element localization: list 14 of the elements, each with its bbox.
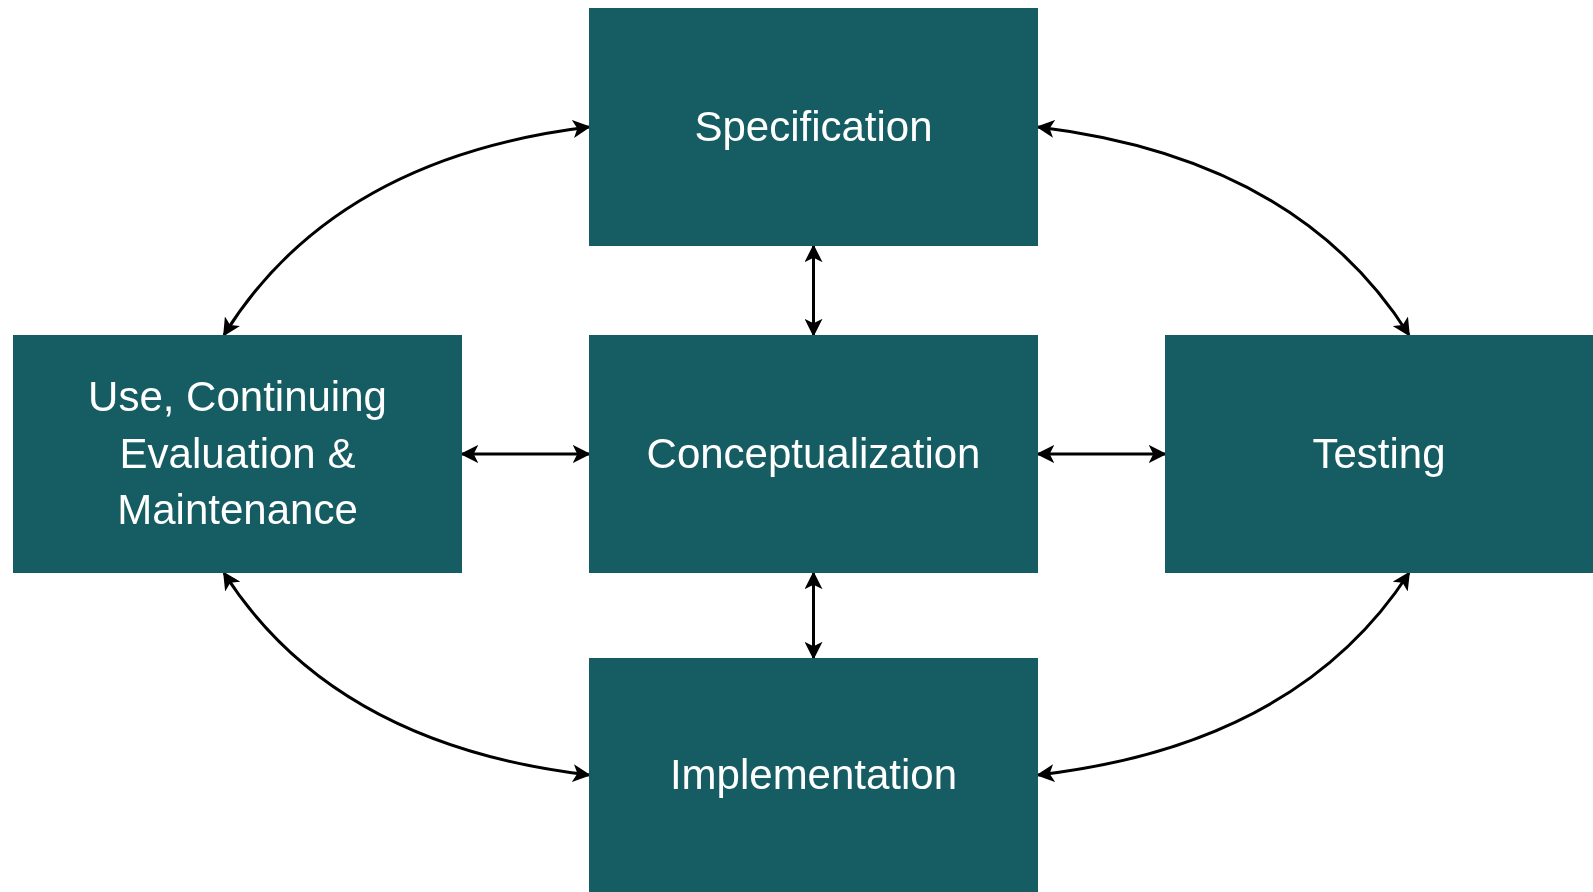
box-label: Testing <box>1312 428 1446 479</box>
process-box <box>589 335 1038 573</box>
process-box <box>13 335 462 573</box>
process-box <box>589 8 1038 246</box>
double-headed-arrow <box>804 571 823 660</box>
box-label: Use, Continuing Evaluation & Maintenance <box>87 371 388 536</box>
box-label: Specification <box>694 101 933 152</box>
process-box <box>589 658 1038 892</box>
box-label: Conceptualization <box>646 428 981 479</box>
box-label: Implementation <box>669 749 958 800</box>
process-box <box>1165 335 1593 573</box>
double-headed-arrow <box>222 120 591 337</box>
double-headed-arrow <box>222 571 591 782</box>
double-headed-arrow <box>804 244 823 337</box>
